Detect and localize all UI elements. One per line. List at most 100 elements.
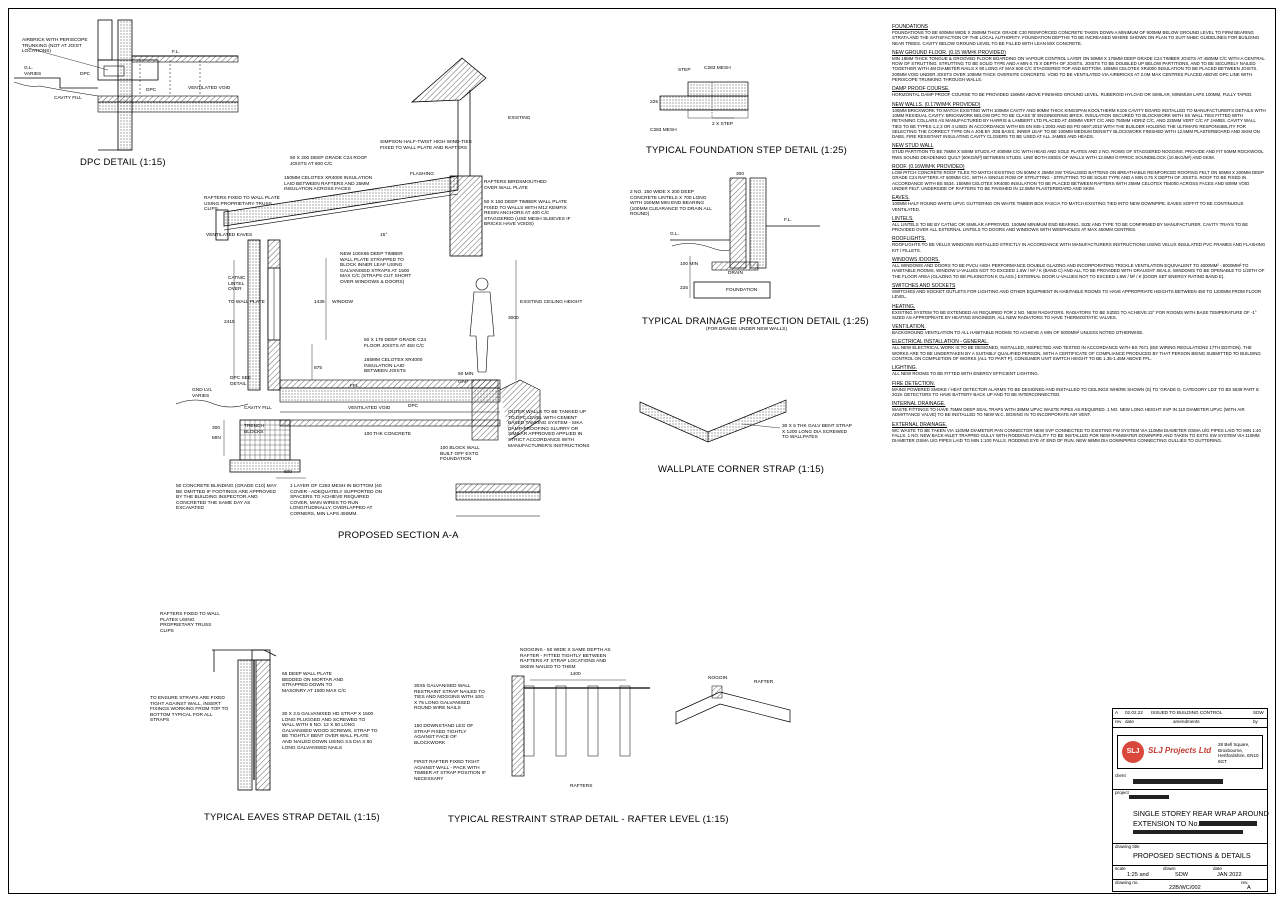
drawn-value: SDW [1175,872,1189,878]
restraint-rafters-label: RAFTERS [570,784,593,789]
title-foundation-step: TYPICAL FOUNDATION STEP DETAIL (1:25) [646,145,847,156]
eaves-rafters-fixed-label: RAFTERS FIXED TO WALL PLATES USING PROPR… [160,612,220,634]
restraint-dim-1400: 1400 [570,672,581,677]
note-body: 100mm BRICKWORK TO MATCH EXISTING WITH 1… [892,107,1266,140]
sec-floor-joists-label: 50 x 175 DEEP GRADE C24 FLOOR JOISTS AT … [364,338,427,349]
step-dim-225: 225 [650,100,659,105]
company-logo: SLJ [1122,741,1144,763]
eaves-ensure-label: TO ENSURE STRAPS ARE FIXED TIGHT AGAINST… [150,696,229,724]
restraint-noggin-label: NOGGIN [708,676,728,681]
rev-description: ISSUED TO BUILDING CONTROL [1151,710,1223,715]
restraint-downstand-label: 150 DOWNSTAND LEG OF STRAP FIXED TIGHTLY… [414,724,474,746]
sec-outer-walls-label: OUTER WALLS TO BE TANKED UP TO DPC LEVEL… [508,410,590,449]
note-body: WASTE FITTINGS TO HAVE 75mm DEEP SEAL TR… [892,407,1245,418]
note-heading: INTERNAL DRAINAGE. [892,401,946,408]
note-heading: NEW GROUND FLOOR. (0.15 W/m²K PROVIDED) [892,49,1006,56]
rev-letter: A [1115,710,1119,715]
restraint-galv-strap-label: 30x5 GALVANISED WALL RESTRAINT STRAP NAI… [414,684,485,712]
dpc-fl-label: F.L. [172,50,180,55]
note-heading: FOUNDATIONS [892,24,929,30]
note-heading: NEW WALLS. (0.17W/m²K PROVIDED) [892,101,981,108]
dpc-vent-void-label: VENTILATED VOID [188,86,231,91]
sec-window-label: WINDOW [332,300,354,305]
dpc-cavity-fill-label: CAVITY FILL [54,96,82,101]
eaves-strap-drawing [212,649,277,791]
rev-label: rev. [1241,880,1249,885]
drain-lintels-label: 2 No. 150 WIDE x 200 DEEP CONCRETE LINTE… [630,190,712,218]
client-label: client [1115,773,1126,778]
revision-value: A [1247,885,1251,891]
sec-dim-1435: 1435 [314,300,325,305]
project-line-2: EXTENSION TO No. [1133,819,1200,828]
drain-drain-label: DRAIN [728,271,743,276]
step-c283b-label: C283 MESH [650,128,677,133]
sec-cavity-fill-label: CAVITY FILL [244,406,272,411]
sec-min-label: MIN [212,436,221,441]
sec-concrete-label: 100 THK CONCRETE [364,432,412,437]
note-heading: LINTELS. [892,215,914,222]
sec-blinding-label: 50 CONCRETE BLINDING (GRADE C10) MAY BE … [176,484,277,512]
note-body: EXISTING SYSTEM TO BE EXTENDED AS REQUIR… [892,309,1257,320]
company-name: SLJ Projects Ltd [1148,746,1212,755]
note-body: 100mm HALF ROUND WHITE UPVC GUTTERING ON… [892,201,1244,212]
note-body: HORIZONTAL DAMP PROOF COURSE TO BE PROVI… [892,92,1253,98]
drain-foundation-label: FOUNDATION [726,288,758,293]
scale-value: 1:25 and [1127,872,1149,878]
note-heading: VENTILATION. [892,324,926,331]
drain-dim-225: 225 [680,286,689,291]
title-eaves-strap: TYPICAL EAVES STRAP DETAIL (1:15) [204,812,380,823]
sec-flashing-label: FLASHING [410,172,434,177]
note-body: ALL NEW ROOMS TO BE FITTED WITH ENERGY E… [892,371,1039,377]
proposed-section-drawing [175,57,541,517]
note-body: ALL NEW ELECTRICAL WORK IS TO BE DESIGNE… [892,345,1261,361]
scale-label: scale [1115,866,1126,871]
sec-floor-celotex-label: 165mm CELOTEX XR4000 INSULATION LAID BET… [364,358,423,375]
eaves-bedded-label: 65 DEEP WALL PLATE BEDDED ON MORTAR AND … [282,672,347,694]
drawing-no-value: 22B/WC/002 [1169,885,1201,891]
date-label: date [1213,866,1222,871]
note-body: SWITCHES AND SOCKET OUTLETS FOR LIGHTING… [892,288,1262,300]
note-body: ALL LINTELS TO BE BY CATNIC OR SIMILAR A… [892,221,1249,233]
sec-timber-plate-label: 50 x 150 DEEP TIMBER WALL PLATE FIXED TO… [484,200,571,228]
sec-vent-eaves-label: VENTILATED EAVES [206,233,253,238]
note-body: MIN 18mm THICK TONGUE & GROOVED FLOOR BO… [892,55,1265,83]
sec-dim-600: 600 [284,470,293,475]
sec-trench-label: TRENCH BLOCKS [244,424,264,435]
dpc-dpc2-label: DPC [146,88,157,93]
note-body: FOUNDATIONS TO BE 600mm WIDE x 250mm THI… [892,30,1260,46]
sec-vent-void-label: VENTILATED VOID [348,406,391,411]
note-body: BACKGROUND VENTILATION TO ALL HABITABLE … [892,330,1144,336]
note-body: STUD PARTITION TO BE 75mm x 50mm STUDS A… [892,149,1264,160]
sec-gap-label: GAP [458,380,469,385]
note-body: ROOFLIGHTS TO BE VELUX WINDOWS INSTALLED… [892,242,1266,253]
sec-dim-3000: 3000 [508,316,519,321]
note-heading: NEW STUD WALL [892,143,934,150]
sec-existing-label: EXISTING [508,116,531,121]
drawing-title-label: drawing title [1115,844,1140,849]
drain-dim-100: 100 MIN [680,262,699,267]
sec-dim-50: 50 MIN [458,372,474,377]
eaves-galv-strap-label: 30 x 2.5 GALVANISED HD STRAP x 1500 LONG… [282,712,378,751]
rev-col-rev: rev [1115,719,1122,724]
restraint-rafter-label: RAFTER [754,680,774,685]
project-line-1: SINGLE STOREY REAR WRAP AROUND [1133,809,1269,818]
sec-simpson-label: SIMPSON HALF-TWIST HIGH WIND-TIES FIXED … [380,140,472,151]
drawing-title-value: PROPOSED SECTIONS & DETAILS [1133,851,1251,860]
note-heading: FIRE DETECTION. [892,380,936,387]
revision-table: A 02.02.22 ISSUED TO BUILDING CONTROL SD… [1113,709,1267,731]
drain-fl-label: F.L. [784,218,792,223]
client-redacted [1133,779,1223,784]
project-redacted-a [1129,795,1169,799]
sec-new-plate-label: NEW 100x65 DEEP TIMBER WALL PLATE STRAPP… [340,252,412,285]
sec-gnd-lvl-label: GND LVL VARIES [192,388,212,399]
note-heading: WINDOWS /DOORS. [892,257,940,264]
title-restraint-strap: TYPICAL RESTRAINT STRAP DETAIL - RAFTER … [448,814,729,825]
sec-ffl-label: FFL [350,384,359,389]
note-body: ALL WINDOWS AND DOORS TO BE PVCU HIGH PE… [892,263,1265,279]
title-wallplate-corner: WALLPLATE CORNER STRAP (1:15) [658,464,825,475]
title-drainage-sub: (FOR DRAINS UNDER NEW WALLS) [706,327,788,332]
sec-catnic-label: CATNIC LINTEL OVER [228,276,246,293]
drain-dim-300: 300 [736,172,745,177]
person-figure [469,277,495,373]
rev-col-date: date [1125,719,1134,724]
